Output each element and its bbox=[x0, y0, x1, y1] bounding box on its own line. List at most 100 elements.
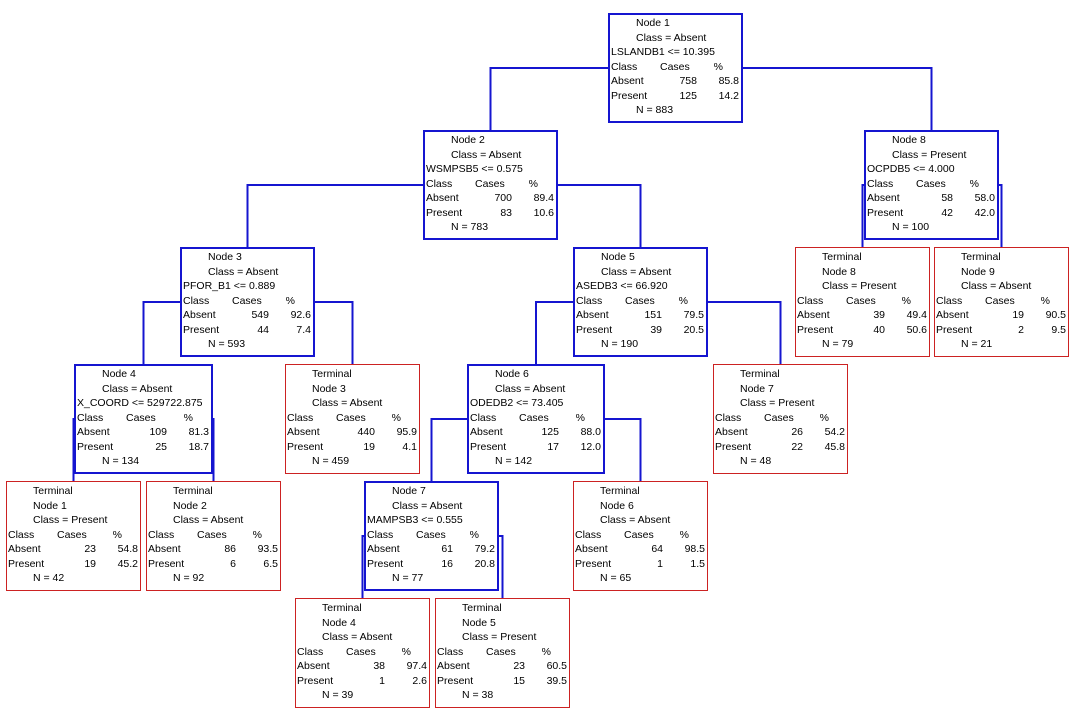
col-header-pct: % bbox=[252, 528, 262, 541]
col-header-pct: % bbox=[469, 528, 479, 541]
node-subtitle: Node 3 bbox=[312, 382, 346, 395]
col-header-cases: Cases bbox=[764, 411, 794, 424]
col-header-pct: % bbox=[819, 411, 829, 424]
row-class-label: Absent bbox=[183, 309, 216, 321]
col-header-class: Class bbox=[797, 294, 824, 307]
col-header-pct: % bbox=[401, 645, 411, 658]
node-split-rule: OCPDB5 <= 4.000 bbox=[867, 163, 955, 175]
node-total: N = 134 bbox=[102, 455, 140, 467]
row-pct: 12.0 bbox=[580, 440, 601, 453]
node-class: Class = Absent bbox=[392, 499, 463, 512]
row-pct: 85.8 bbox=[718, 75, 739, 87]
node-split-rule: ASEDB3 <= 66.920 bbox=[576, 280, 668, 292]
row-class-label: Present bbox=[470, 440, 507, 453]
row-class-label: Present bbox=[8, 557, 45, 570]
col-header-class: Class bbox=[297, 645, 324, 658]
row-cases: 125 bbox=[679, 89, 697, 102]
col-header-class: Class bbox=[575, 528, 602, 541]
row-cases: 15 bbox=[513, 674, 525, 687]
row-class-label: Present bbox=[183, 323, 220, 336]
node-title: Node 4 bbox=[102, 368, 136, 380]
row-pct: 20.8 bbox=[474, 557, 495, 570]
node-class: Class = Absent bbox=[601, 265, 672, 278]
row-pct: 79.2 bbox=[474, 543, 495, 555]
row-class-label: Present bbox=[148, 557, 185, 570]
node-total: N = 39 bbox=[322, 689, 354, 701]
row-pct: 2.6 bbox=[412, 674, 427, 687]
node-split-rule: ODEDB2 <= 73.405 bbox=[470, 397, 564, 409]
col-header-pct: % bbox=[575, 411, 585, 424]
row-class-label: Absent bbox=[611, 75, 644, 87]
row-cases: 23 bbox=[513, 660, 525, 672]
row-class-label: Absent bbox=[715, 426, 748, 438]
col-header-cases: Cases bbox=[486, 645, 516, 658]
row-class-label: Present bbox=[715, 440, 752, 453]
col-header-class: Class bbox=[77, 411, 104, 424]
col-header-cases: Cases bbox=[519, 411, 549, 424]
col-header-pct: % bbox=[678, 294, 688, 307]
row-class-label: Absent bbox=[367, 543, 400, 555]
node-title: Terminal bbox=[822, 251, 862, 263]
row-class-label: Present bbox=[367, 557, 404, 570]
node-split-rule: X_COORD <= 529722.875 bbox=[77, 397, 203, 409]
node-class: Class = Absent bbox=[173, 514, 244, 526]
row-pct: 9.5 bbox=[1051, 323, 1066, 336]
row-pct: 39.5 bbox=[546, 674, 567, 687]
node-title: Node 3 bbox=[208, 251, 242, 263]
node-title: Terminal bbox=[312, 368, 352, 380]
node-subtitle: Node 7 bbox=[740, 382, 774, 395]
node-title: Terminal bbox=[740, 368, 780, 380]
col-header-pct: % bbox=[528, 177, 538, 190]
connector-node6 bbox=[430, 418, 642, 481]
row-class-label: Present bbox=[426, 206, 463, 219]
connector-node1 bbox=[489, 67, 933, 130]
node-title: Terminal bbox=[462, 602, 502, 614]
row-class-label: Absent bbox=[470, 426, 503, 438]
node-title: Terminal bbox=[173, 485, 213, 497]
row-cases: 1 bbox=[657, 557, 663, 570]
node-title: Node 7 bbox=[392, 485, 426, 497]
row-cases: 2 bbox=[1018, 323, 1024, 336]
connector-node8 bbox=[861, 184, 1003, 247]
col-header-class: Class bbox=[8, 528, 35, 541]
node-split-rule: WSMPSB5 <= 0.575 bbox=[426, 163, 523, 175]
row-class-label: Present bbox=[611, 89, 648, 102]
col-header-class: Class bbox=[437, 645, 464, 658]
col-header-pct: % bbox=[285, 294, 295, 307]
row-cases: 61 bbox=[441, 543, 453, 555]
node-class: Class = Absent bbox=[102, 382, 173, 395]
node-split-rule: LSLANDB1 <= 10.395 bbox=[611, 46, 715, 58]
row-cases: 17 bbox=[547, 440, 559, 453]
row-pct: 20.5 bbox=[683, 323, 704, 336]
row-cases: 83 bbox=[500, 206, 512, 219]
node-class: Class = Present bbox=[892, 148, 967, 161]
node-total: N = 883 bbox=[636, 104, 674, 116]
row-class-label: Absent bbox=[576, 309, 609, 321]
col-header-class: Class bbox=[576, 294, 603, 307]
row-pct: 97.4 bbox=[406, 660, 427, 672]
node-class: Class = Present bbox=[462, 631, 537, 643]
row-cases: 38 bbox=[373, 660, 385, 672]
node-subtitle: Node 8 bbox=[822, 265, 856, 278]
node-total: N = 21 bbox=[961, 338, 993, 350]
row-cases: 39 bbox=[650, 323, 662, 336]
col-header-pct: % bbox=[679, 528, 689, 541]
row-cases: 700 bbox=[494, 192, 512, 204]
row-class-label: Absent bbox=[437, 660, 470, 672]
row-cases: 151 bbox=[644, 309, 662, 321]
connector-node3 bbox=[142, 301, 354, 364]
node-title: Node 5 bbox=[601, 251, 635, 263]
node-total: N = 42 bbox=[33, 572, 65, 584]
node-subtitle: Node 2 bbox=[173, 499, 207, 512]
node-total: N = 142 bbox=[495, 455, 533, 467]
row-class-label: Absent bbox=[287, 426, 320, 438]
